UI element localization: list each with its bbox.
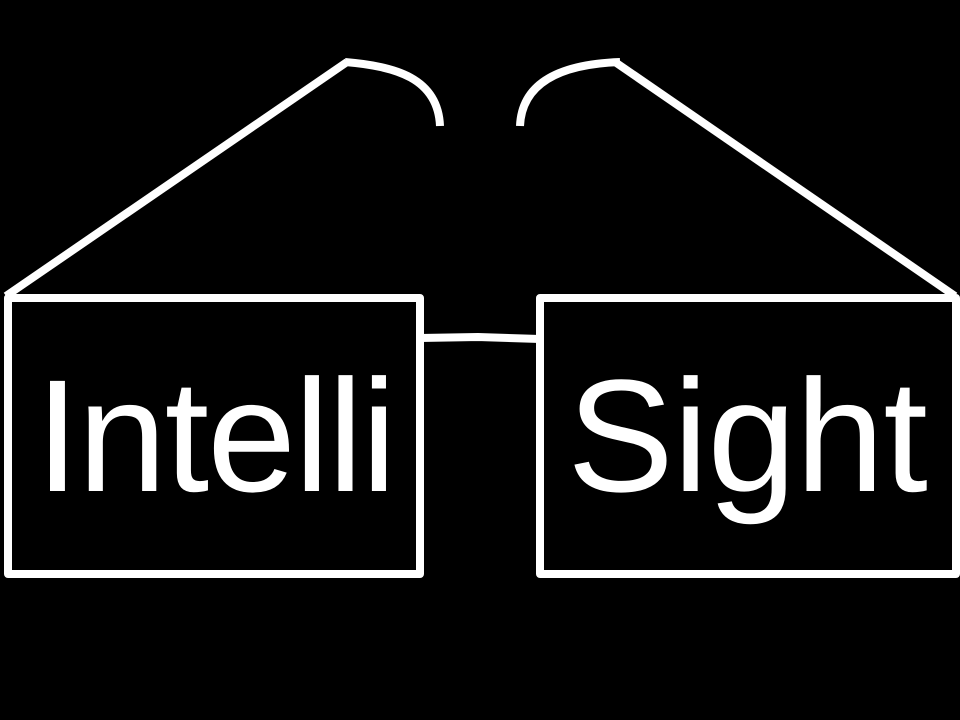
right-lens-frame xyxy=(536,294,960,578)
left-lens-frame xyxy=(4,294,424,578)
nose-bridge xyxy=(419,333,541,343)
left-temple-arm xyxy=(3,58,350,300)
left-lens-text: Intelli xyxy=(35,346,397,525)
left-ear-hook xyxy=(344,58,444,127)
right-temple-arm xyxy=(612,58,958,300)
right-ear-hook xyxy=(516,58,621,127)
right-lens-text: Sight xyxy=(567,346,928,525)
